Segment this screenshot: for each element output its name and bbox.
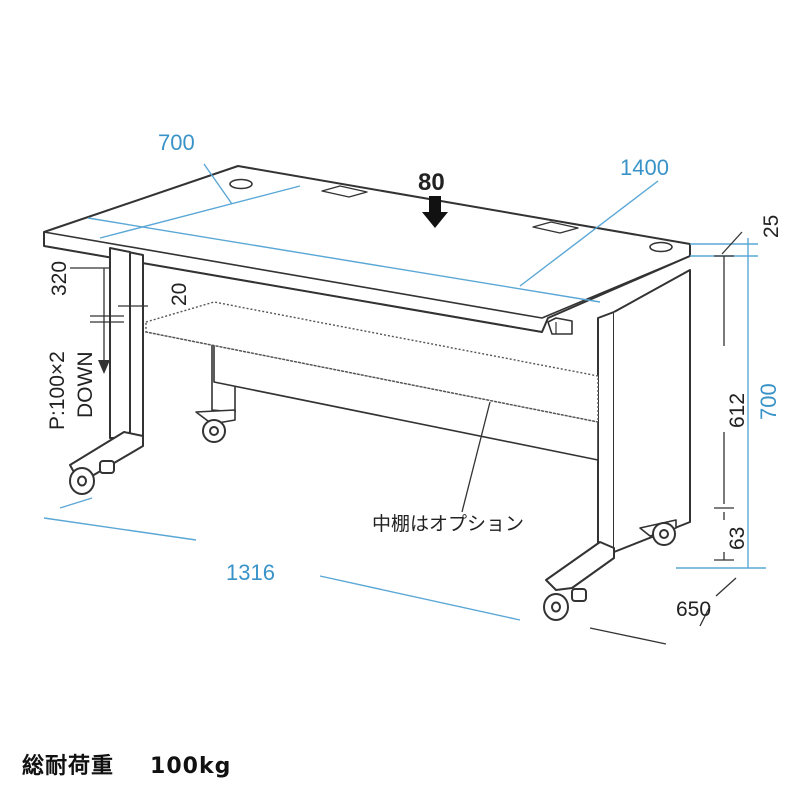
dim-top-width: 1400 bbox=[620, 155, 669, 180]
dim-top-depth: 700 bbox=[158, 130, 195, 155]
total-load-capacity: 総耐荷重 100kg bbox=[22, 748, 231, 780]
dimension-lines bbox=[43, 163, 766, 621]
caster-front-left bbox=[69, 460, 115, 495]
caster-rear-right bbox=[652, 522, 676, 546]
caster-rear-left bbox=[202, 419, 226, 443]
dim-top-thickness: 25 bbox=[760, 215, 783, 238]
dim-base-depth: 650 bbox=[676, 598, 711, 621]
wiring-down-arrow bbox=[98, 360, 110, 374]
dim-wiring-width: 20 bbox=[168, 283, 191, 306]
dimension-lines-black bbox=[70, 231, 743, 645]
total-load-label: 総耐荷重 bbox=[22, 754, 115, 779]
load-arrow bbox=[422, 196, 448, 228]
middle-shelf bbox=[145, 301, 599, 423]
dim-frame-height: 612 bbox=[726, 393, 749, 428]
wiring-note-1: P:100×2 bbox=[46, 351, 69, 430]
dim-overall-height: 700 bbox=[756, 383, 781, 420]
caster-front-right bbox=[543, 588, 587, 621]
shelf-callout-leader bbox=[461, 401, 491, 513]
dim-caster-height: 63 bbox=[726, 527, 749, 550]
dim-base-width: 1316 bbox=[226, 560, 275, 585]
middle-shelf-note: 中棚はオプション bbox=[372, 513, 524, 535]
dim-wiring-drop: 320 bbox=[48, 261, 71, 296]
wiring-note-2: DOWN bbox=[74, 352, 97, 419]
load-value: 80 bbox=[418, 169, 445, 196]
total-load-value: 100kg bbox=[150, 754, 232, 779]
